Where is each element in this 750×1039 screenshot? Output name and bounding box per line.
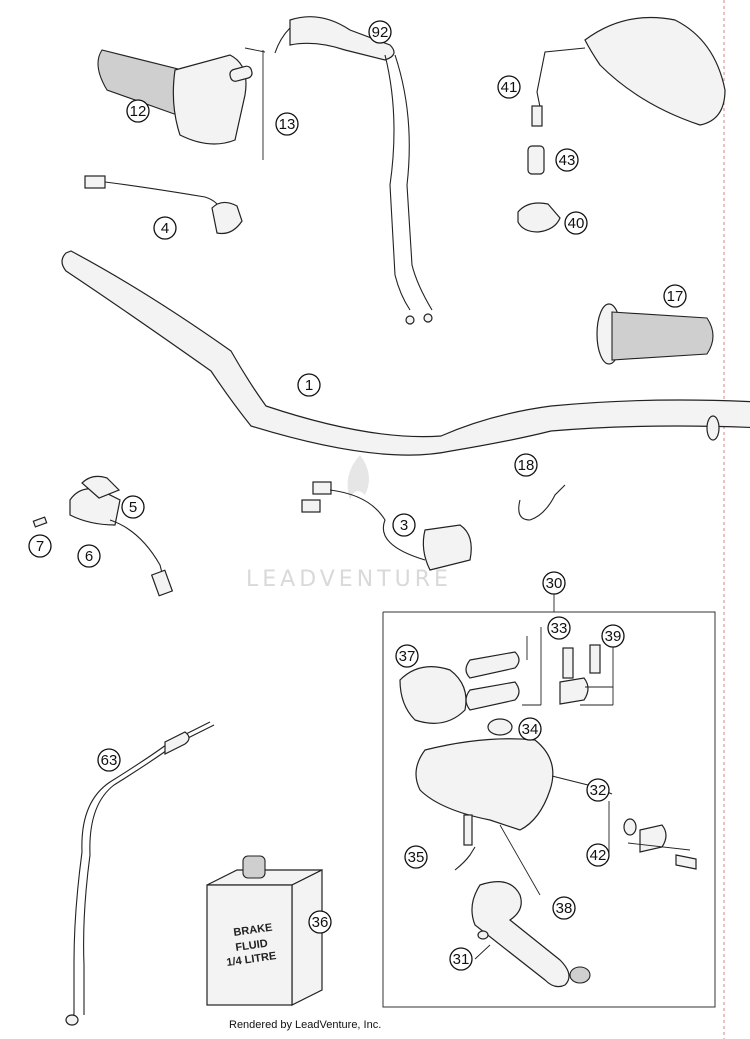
svg-text:3: 3 [400, 517, 408, 534]
bottle-label-line1: BRAKE [233, 922, 273, 939]
svg-text:43: 43 [559, 152, 576, 169]
brake-hose [65, 721, 215, 1026]
mirror-clamp [517, 202, 561, 233]
callout-36: 36 [308, 910, 332, 934]
callout-31: 31 [449, 947, 473, 971]
svg-text:33: 33 [551, 620, 568, 637]
mirror-adapter [527, 145, 545, 175]
svg-text:12: 12 [130, 103, 147, 120]
callout-42: 42 [586, 843, 610, 867]
cable-tie [518, 484, 566, 521]
brake-assembly-box [382, 594, 716, 1008]
svg-text:32: 32 [590, 782, 607, 799]
svg-text:6: 6 [85, 548, 93, 565]
throttle-grip [97, 47, 266, 160]
callout-30: 30 [542, 571, 566, 595]
svg-text:34: 34 [522, 721, 539, 738]
svg-text:40: 40 [568, 215, 585, 232]
master-cylinder [399, 644, 601, 831]
svg-text:38: 38 [556, 900, 573, 917]
footer-credit: Rendered by LeadVenture, Inc. [229, 1019, 382, 1031]
callout-92: 92 [368, 20, 392, 44]
callout-6: 6 [77, 544, 101, 568]
svg-text:4: 4 [161, 220, 169, 237]
watermark: LEADVENTURE [246, 455, 452, 592]
starter-switch [301, 481, 472, 571]
bottle-label-line2: FLUID [235, 938, 269, 954]
callout-32: 32 [586, 778, 610, 802]
svg-text:42: 42 [590, 847, 607, 864]
svg-text:7: 7 [36, 538, 44, 555]
callout-63: 63 [97, 748, 121, 772]
callout-13: 13 [275, 112, 299, 136]
callout-5: 5 [121, 495, 145, 519]
light-switch [32, 475, 174, 597]
callout-18: 18 [514, 453, 538, 477]
svg-text:63: 63 [101, 752, 118, 769]
throttle-cables [274, 16, 433, 325]
callout-4: 4 [153, 216, 177, 240]
svg-text:35: 35 [408, 849, 425, 866]
callout-17: 17 [663, 284, 687, 308]
callout-43: 43 [555, 148, 579, 172]
svg-text:36: 36 [312, 914, 329, 931]
svg-text:39: 39 [605, 628, 622, 645]
svg-text:17: 17 [667, 288, 684, 305]
callout-7: 7 [28, 534, 52, 558]
svg-text:13: 13 [279, 116, 296, 133]
brake-lever [454, 814, 591, 988]
svg-text:41: 41 [501, 79, 518, 96]
callout-39: 39 [601, 624, 625, 648]
svg-text:31: 31 [453, 951, 470, 968]
callout-37: 37 [395, 644, 419, 668]
svg-text:5: 5 [129, 499, 137, 516]
svg-text:92: 92 [372, 24, 389, 41]
callout-1: 1 [297, 373, 321, 397]
mirror [531, 17, 726, 127]
left-grip [596, 303, 714, 365]
kill-switch [84, 175, 243, 235]
callout-33: 33 [547, 616, 571, 640]
callout-41: 41 [497, 75, 521, 99]
piston-kit [551, 775, 697, 870]
callout-12: 12 [126, 99, 150, 123]
callout-38: 38 [552, 896, 576, 920]
svg-text:37: 37 [399, 648, 416, 665]
callout-40: 40 [564, 211, 588, 235]
brake-fluid-bottle: BRAKE FLUID 1/4 LITRE [206, 855, 323, 1006]
svg-text:18: 18 [518, 457, 535, 474]
watermark-text: LEADVENTURE [246, 567, 452, 592]
callout-35: 35 [404, 845, 428, 869]
svg-text:1: 1 [305, 377, 313, 394]
svg-text:30: 30 [546, 575, 563, 592]
leader-lines [474, 627, 691, 960]
callout-34: 34 [518, 717, 542, 741]
handlebar [61, 250, 750, 456]
callout-3: 3 [392, 513, 416, 537]
